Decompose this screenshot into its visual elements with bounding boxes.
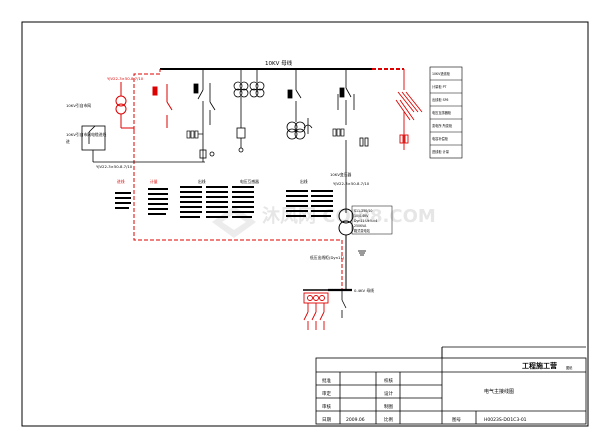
drawing-title: 电气主接线图	[484, 388, 514, 395]
bus-04kv-label: 0.4KV 母线	[354, 288, 374, 293]
bus-10kv-label: 10KV 母线	[265, 59, 293, 67]
trafo-cable-label: YJV22-3×50-8.7/10	[333, 181, 370, 186]
svg-text:进线: 进线	[117, 179, 125, 184]
low-voltage-outgoing	[341, 290, 347, 318]
legend-item: 10KV进线柜	[432, 71, 451, 76]
tb-drawno-value: H0023S-DO1C3-01	[484, 417, 527, 423]
spec-block-2	[148, 188, 168, 215]
trafo-box-line: 250KVA	[354, 224, 367, 228]
spec-block-7	[311, 190, 333, 217]
tb-label-scale: 比例	[384, 416, 393, 423]
spec-block-6	[286, 190, 308, 217]
spec-block-3	[180, 186, 202, 218]
tb-label-date: 日期	[322, 417, 331, 423]
transformer-info-box	[351, 205, 393, 235]
tb-label-approve: 批准	[322, 377, 331, 384]
legend-item: 进线柜 计量	[432, 149, 450, 154]
low-tap-label: 低压出线柜(Dyn11)	[310, 255, 345, 260]
right-bays	[395, 69, 423, 150]
bay-1-ct	[186, 130, 199, 139]
tb-label-review: 审核	[322, 403, 331, 410]
incoming-feeder	[115, 69, 343, 290]
bay-4-transformer-feeder	[337, 69, 369, 213]
bay-2-pt	[233, 69, 265, 153]
low-voltage-switchgear	[303, 292, 329, 330]
tb-label-verify: 审定	[322, 390, 331, 397]
spec-block-1	[115, 192, 131, 209]
company-name: 工程施工营	[522, 361, 557, 370]
bay-1	[193, 69, 216, 162]
right-legend: 10KV进线柜 计量柜 PT 出线柜 SF6 电压互感器柜 变电所 所变柜 电容…	[429, 66, 463, 159]
legend-item: 计量柜 PT	[432, 84, 446, 89]
incoming-feeder-label: YJV22-3×50-8.7/10	[107, 76, 144, 81]
svg-text:出线: 出线	[198, 179, 206, 184]
transformer	[338, 208, 354, 290]
svg-text:电压互感器: 电压互感器	[240, 179, 259, 184]
spec-headers: 进线 计量 出线 电压互感器 出线	[117, 179, 308, 184]
svg-text:出线: 出线	[300, 179, 308, 184]
trafo-box-line: S11-250/10	[354, 209, 372, 213]
tb-date-value: 2009.06	[346, 417, 365, 423]
bay-4-ct	[332, 128, 345, 137]
spec-block-5	[232, 186, 254, 218]
trafo-box-line: 箱式变电站	[354, 228, 371, 233]
bay-3	[286, 69, 313, 140]
svg-text:计量: 计量	[150, 179, 158, 184]
left-feeder-label: YJV22-3×50-8.7/10	[96, 164, 133, 169]
ground-symbol	[358, 250, 366, 256]
incoming-label-3: 进	[66, 139, 70, 144]
transformer-label: 10KV变压器	[330, 172, 352, 177]
trafo-box-line: Dyn11 Uk%=4	[354, 219, 377, 223]
incoming-label-2: 10KV引自市网电缆进线	[66, 132, 106, 137]
trafo-box-line: 10/0.4KV	[354, 214, 369, 218]
legend-item: 电容补偿柜	[432, 136, 449, 141]
tb-drawno-label: 图号	[452, 417, 461, 423]
tb-label-design: 设计	[384, 390, 393, 397]
title-block	[315, 346, 587, 425]
tb-label-check: 校核	[384, 377, 393, 384]
legend-item: 变电所 所变柜	[432, 123, 453, 128]
tb-label-draw: 制图	[384, 403, 393, 410]
spec-block-4	[206, 186, 228, 218]
incoming-label: 10KV引自市网	[66, 103, 91, 108]
drawing-frame	[21, 21, 589, 427]
legend-item: 电压互感器柜	[432, 110, 452, 115]
watermark: 沐风网 COI88.COM	[212, 205, 436, 238]
incoming-cabinet	[81, 125, 106, 151]
company-small: 图纸	[566, 365, 573, 370]
legend-item: 出线柜 SF6	[432, 97, 448, 102]
